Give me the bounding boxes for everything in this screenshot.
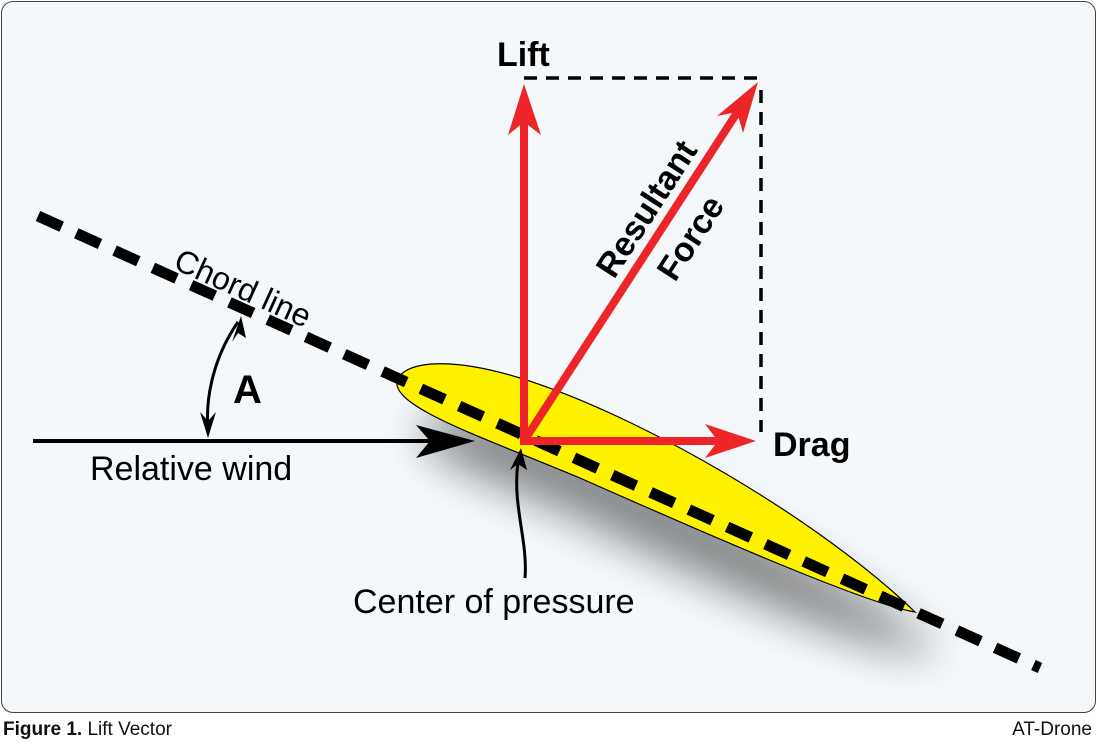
resultant-force-vector [520, 102, 746, 444]
drag-label: Drag [773, 426, 850, 464]
center-of-pressure-label: Center of pressure [353, 583, 635, 621]
relative-wind-label: Relative wind [90, 450, 292, 488]
center-of-pressure-pointer [515, 461, 527, 579]
angle-of-attack-arc [206, 321, 240, 431]
figure-number: Figure 1. [3, 719, 83, 740]
figure-credit: AT-Drone [1012, 719, 1092, 740]
airfoil-shadow [423, 412, 939, 653]
figure-caption: Figure 1. Lift Vector [3, 719, 172, 741]
center-of-pressure-arrowhead [510, 448, 527, 470]
lift-label: Lift [497, 36, 550, 74]
figure-panel [1, 1, 1096, 713]
figure-title: Lift Vector [87, 719, 172, 740]
lift-arrowhead [508, 84, 541, 135]
drag-arrowhead [705, 424, 756, 458]
relative-wind-arrowhead [416, 425, 475, 458]
angle-arc-arrowhead-top [232, 316, 246, 342]
angle-arc-arrowhead-bottom [200, 412, 216, 438]
angle-of-attack-label: A [233, 368, 262, 412]
resultant-arrowhead [717, 82, 758, 133]
airfoil [396, 363, 917, 613]
